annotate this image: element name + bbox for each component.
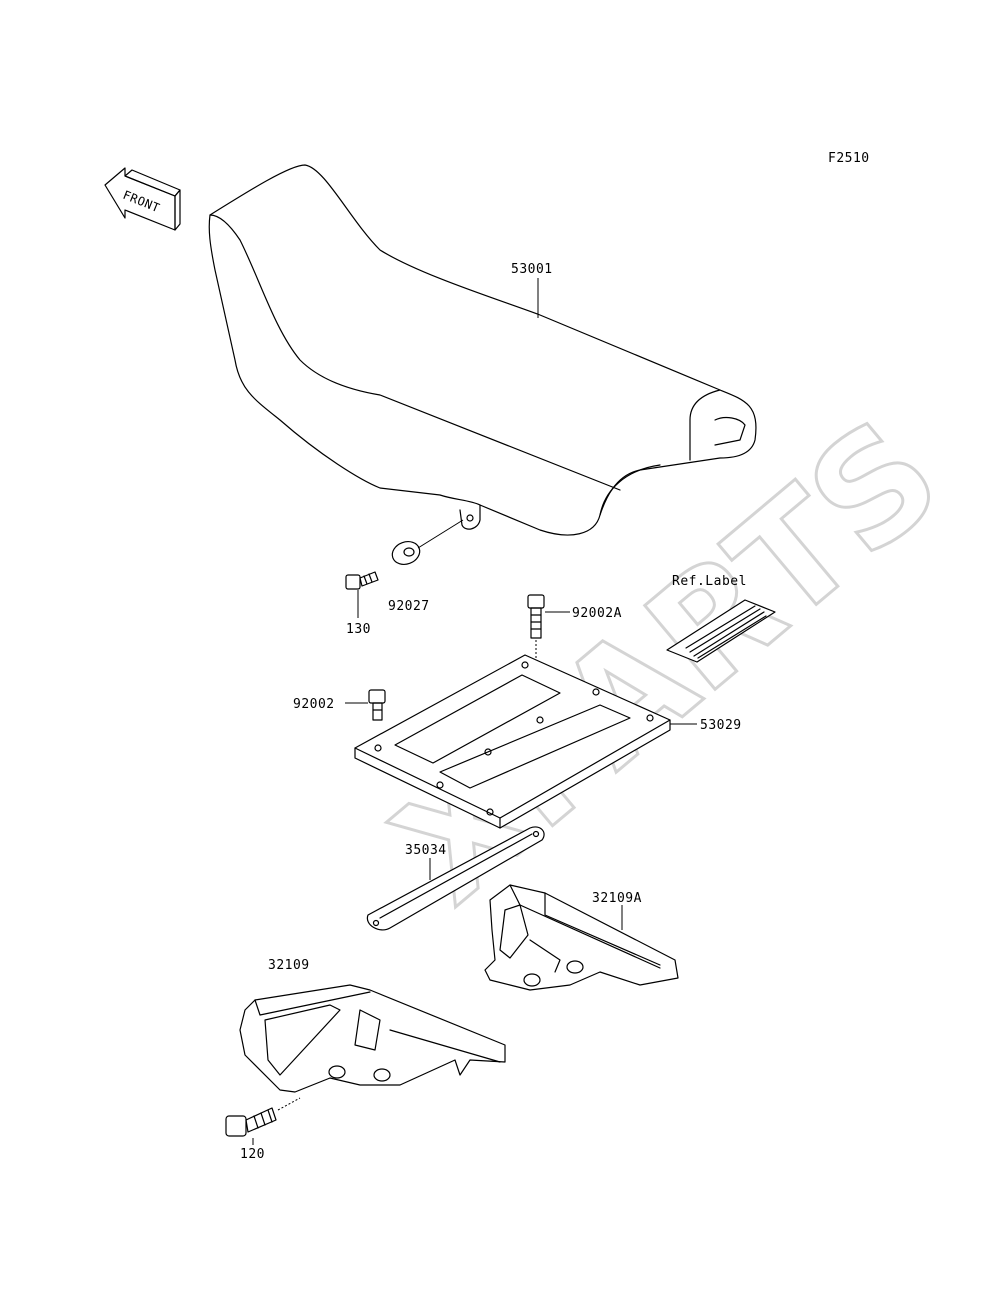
label-92002: 92002 [293,697,335,712]
seat-53001 [208,164,757,536]
label-53029: 53029 [700,718,742,733]
watermark: XPARTS [365,387,972,936]
bolt-92002A [527,594,545,639]
bolt-120 [225,1107,277,1137]
label-ref-label: Ref.Label [672,574,747,589]
label-120: 120 [240,1147,265,1162]
seat-plate-53029 [354,654,671,829]
washer-92027 [391,541,421,565]
reference-label-sticker [666,599,776,663]
label-32109: 32109 [268,958,310,973]
bolt-130 [345,571,379,590]
bracket-32109A [484,884,679,991]
label-53001: 53001 [511,262,553,277]
front-direction-arrow-icon: FRONT [104,167,181,231]
label-92002A: 92002A [572,606,622,621]
strap-35034 [366,826,545,931]
label-35034: 35034 [405,843,447,858]
label-130: 130 [346,622,371,637]
figure-code: F2510 [828,151,870,166]
bracket-32109 [239,984,506,1093]
bolt-92002 [368,689,386,721]
label-32109A: 32109A [592,891,642,906]
label-92027: 92027 [388,599,430,614]
